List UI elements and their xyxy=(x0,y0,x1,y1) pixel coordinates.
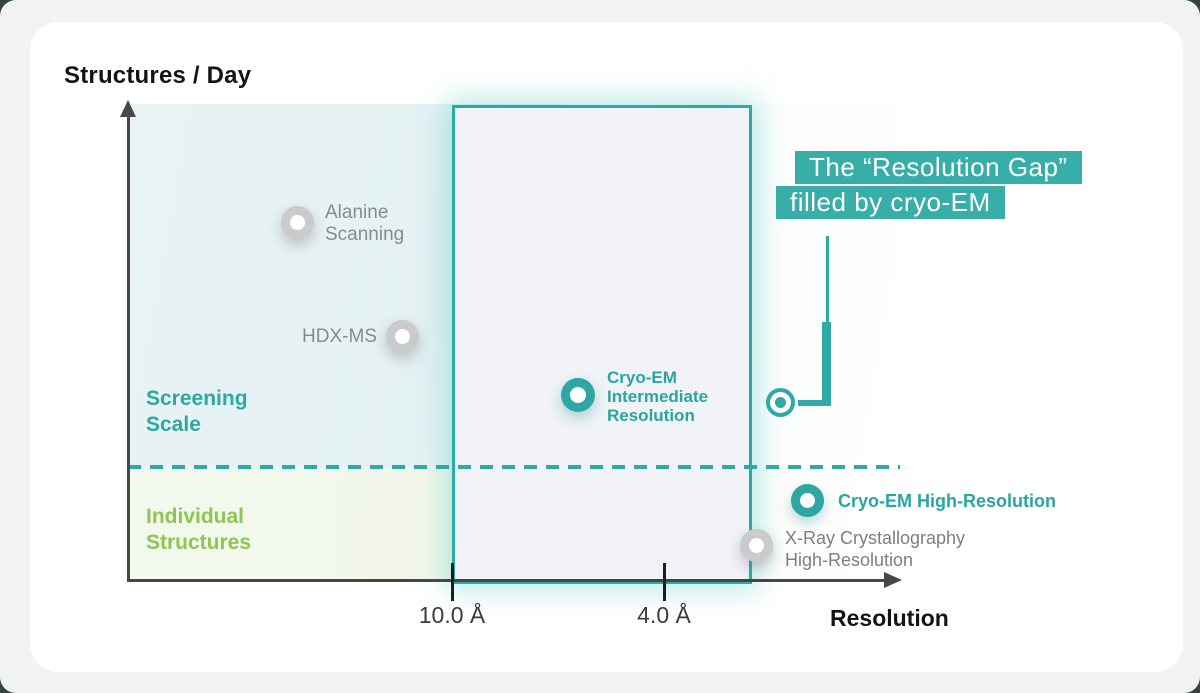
cryo-em-intermediate-marker-icon xyxy=(561,378,595,412)
x-tick-4-angstrom xyxy=(663,563,666,601)
cryo-em-intermediate-label-line1: Cryo-EM xyxy=(607,368,677,387)
x-axis-title: Resolution xyxy=(830,605,949,631)
cryo-em-intermediate-label-line2: Intermediate xyxy=(607,387,709,406)
band-divider-dashed-line xyxy=(128,465,900,469)
y-axis-title: Structures / Day xyxy=(64,62,252,89)
hdx-ms-label: HDX-MS xyxy=(302,326,377,347)
alanine-scanning-label-line2: Scanning xyxy=(325,224,405,245)
resolution-gap-callout-line1: The “Resolution Gap” xyxy=(795,151,1082,184)
x-tick-label-10-angstrom: 10.0 Å xyxy=(418,602,486,628)
cryo-em-high-resolution-label: Cryo-EM High-Resolution xyxy=(838,491,1056,511)
x-axis-line xyxy=(127,579,887,582)
callout-connector-horizontal-bar xyxy=(798,400,831,406)
alanine-scanning-label-line1: Alanine xyxy=(325,202,389,223)
x-tick-10-angstrom xyxy=(451,563,454,601)
callout-connector-thin-line xyxy=(826,236,829,328)
cryo-em-intermediate-label: Cryo-EM Intermediate Resolution xyxy=(607,368,708,425)
x-tick-label-4-angstrom: 4.0 Å xyxy=(637,602,691,628)
screening-scale-label-line1: Screening xyxy=(146,387,248,410)
alanine-scanning-marker-icon xyxy=(281,206,314,239)
x-axis-arrow-icon xyxy=(884,572,902,588)
screening-scale-label-line2: Scale xyxy=(146,413,201,436)
xray-crystallography-label-line1: X-Ray Crystallography xyxy=(785,528,966,548)
callout-connector-thick-bar xyxy=(822,322,831,406)
resolution-gap-box xyxy=(452,105,752,584)
cryo-em-intermediate-label-line3: Resolution xyxy=(607,406,695,425)
cryo-em-high-resolution-marker-icon xyxy=(791,484,824,517)
individual-structures-label-line1: Individual xyxy=(146,505,245,528)
callout-target-bullseye-icon xyxy=(766,388,795,417)
xray-crystallography-marker-icon xyxy=(740,529,773,562)
y-axis-arrow-icon xyxy=(120,100,136,117)
y-axis-line xyxy=(127,114,130,582)
alanine-scanning-label: Alanine Scanning xyxy=(325,202,404,246)
individual-structures-label: Individual Structures xyxy=(146,504,251,556)
screening-scale-label: Screening Scale xyxy=(146,386,248,438)
xray-crystallography-label: X-Ray Crystallography High-Resolution xyxy=(785,527,965,571)
xray-crystallography-label-line2: High-Resolution xyxy=(785,550,914,570)
hdx-ms-marker-icon xyxy=(386,320,419,353)
resolution-gap-callout-line2: filled by cryo-EM xyxy=(776,186,1005,219)
individual-structures-label-line2: Structures xyxy=(146,531,252,554)
